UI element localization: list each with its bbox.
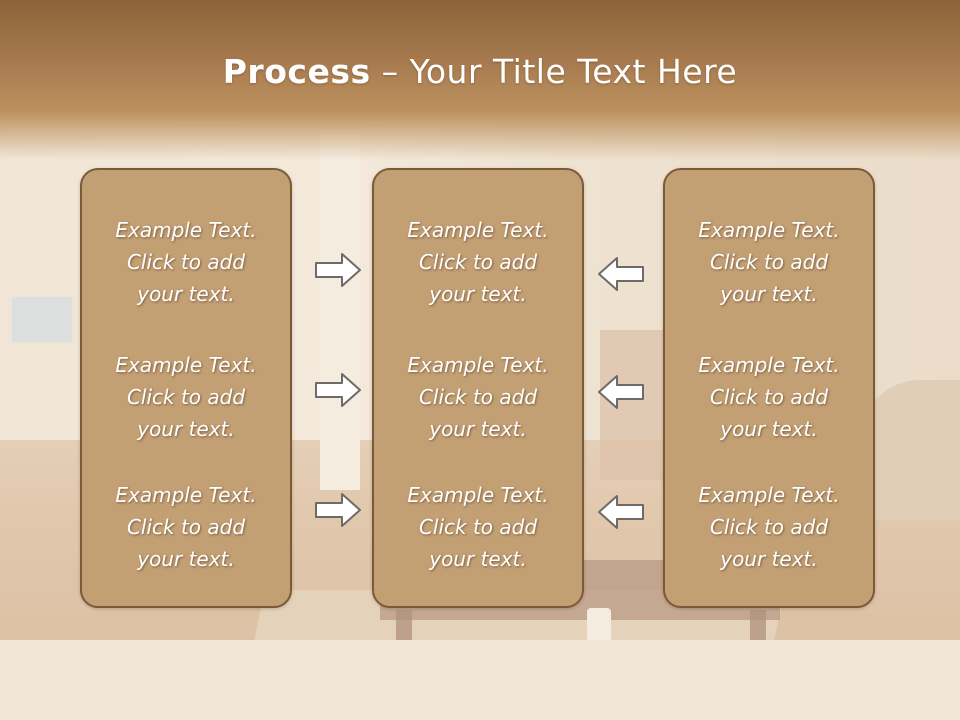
text-line: your text. xyxy=(137,282,235,306)
background-counter xyxy=(860,380,960,520)
text-line: your text. xyxy=(720,547,818,571)
title-banner: Process – Your Title Text Here xyxy=(0,0,960,160)
background-wall-picture xyxy=(10,295,74,344)
text-placeholder[interactable]: Example Text. Click to add your text. xyxy=(665,479,873,575)
text-line: your text. xyxy=(429,547,527,571)
arrow-right-icon xyxy=(314,252,362,288)
text-line: Click to add xyxy=(126,385,246,409)
text-line: Example Text. xyxy=(698,218,840,242)
text-line: Click to add xyxy=(126,250,246,274)
arrow-right-icon xyxy=(314,492,362,528)
text-placeholder[interactable]: Example Text. Click to add your text. xyxy=(82,214,290,310)
text-line: Example Text. xyxy=(407,353,549,377)
slide-title-rest: – Your Title Text Here xyxy=(370,52,738,91)
text-line: Click to add xyxy=(418,250,538,274)
slide-title-bold: Process xyxy=(222,52,371,91)
text-line: Click to add xyxy=(418,515,538,539)
text-line: Click to add xyxy=(126,515,246,539)
text-line: Example Text. xyxy=(115,353,257,377)
process-box-right[interactable]: Example Text. Click to add your text. Ex… xyxy=(663,168,875,608)
text-placeholder[interactable]: Example Text. Click to add your text. xyxy=(82,349,290,445)
text-line: your text. xyxy=(429,282,527,306)
text-placeholder[interactable]: Example Text. Click to add your text. xyxy=(665,349,873,445)
text-line: Click to add xyxy=(709,385,829,409)
text-line: Example Text. xyxy=(115,483,257,507)
text-line: your text. xyxy=(429,417,527,441)
text-line: Example Text. xyxy=(407,218,549,242)
text-line: your text. xyxy=(720,282,818,306)
text-line: Example Text. xyxy=(698,483,840,507)
text-placeholder[interactable]: Example Text. Click to add your text. xyxy=(374,479,582,575)
text-line: your text. xyxy=(720,417,818,441)
arrow-left-icon xyxy=(597,494,645,530)
background-sofa xyxy=(0,640,960,720)
text-placeholder[interactable]: Example Text. Click to add your text. xyxy=(665,214,873,310)
text-placeholder[interactable]: Example Text. Click to add your text. xyxy=(374,349,582,445)
text-line: Click to add xyxy=(709,250,829,274)
text-line: Example Text. xyxy=(407,483,549,507)
text-placeholder[interactable]: Example Text. Click to add your text. xyxy=(82,479,290,575)
text-line: Example Text. xyxy=(115,218,257,242)
text-line: Example Text. xyxy=(698,353,840,377)
text-line: your text. xyxy=(137,547,235,571)
process-box-center[interactable]: Example Text. Click to add your text. Ex… xyxy=(372,168,584,608)
process-box-left[interactable]: Example Text. Click to add your text. Ex… xyxy=(80,168,292,608)
text-placeholder[interactable]: Example Text. Click to add your text. xyxy=(374,214,582,310)
slide-title[interactable]: Process – Your Title Text Here xyxy=(0,52,960,91)
text-line: Click to add xyxy=(709,515,829,539)
arrow-right-icon xyxy=(314,372,362,408)
text-line: your text. xyxy=(137,417,235,441)
arrow-left-icon xyxy=(597,374,645,410)
background-column xyxy=(320,130,360,490)
arrow-left-icon xyxy=(597,256,645,292)
text-line: Click to add xyxy=(418,385,538,409)
